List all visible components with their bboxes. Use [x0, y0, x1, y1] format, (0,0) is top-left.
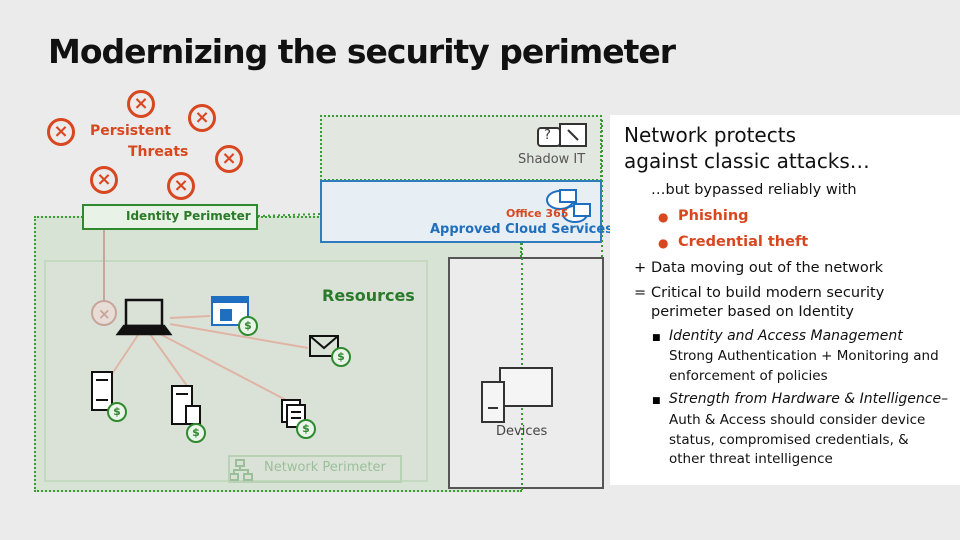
threat-x-icon: × [47, 118, 75, 146]
identity-perimeter-label: Identity Perimeter [126, 209, 251, 223]
text-panel [610, 115, 960, 485]
devices-label: Devices [496, 424, 548, 439]
square-bullet: ■ [652, 396, 661, 406]
dollar-icon: $ [238, 316, 258, 336]
dollar-icon: $ [107, 402, 127, 422]
mail-icon [309, 335, 339, 357]
plus-line: Data moving out of the network [651, 260, 884, 276]
threats-label-line1: Persistent [90, 123, 171, 139]
resources-label: Resources [322, 286, 415, 305]
bypassed-line: …but bypassed reliably with [651, 182, 857, 198]
equals-symbol: = [634, 285, 647, 301]
blocked-icon [91, 300, 117, 326]
plus-symbol: + [634, 260, 647, 276]
laptop-spokes [111, 315, 309, 401]
threat-x-icon: × [127, 90, 155, 118]
server-icon [91, 371, 113, 411]
threat-x-icon: × [188, 104, 216, 132]
network-perimeter-box [228, 455, 402, 483]
dollar-icon: $ [331, 347, 351, 367]
identity-perimeter-box [82, 204, 258, 230]
bullet-dot: ● [658, 236, 669, 250]
threat-x-icon: × [215, 145, 243, 173]
office365-label: Office 365 [506, 207, 569, 220]
dollar-icon: $ [186, 423, 206, 443]
cloud-icon [546, 189, 591, 223]
page-title: Modernizing the security perimeter [48, 32, 676, 71]
devices-icon [481, 367, 553, 423]
svg-text:×: × [98, 305, 111, 323]
threat-x-icon: × [167, 172, 195, 200]
sub2-body: Auth & Access should consider device sta… [669, 412, 926, 467]
network-perimeter-label: Network Perimeter [264, 460, 386, 475]
equals-line1: Critical to build modern security [651, 285, 885, 301]
threats-label-line2: Threats [128, 144, 189, 160]
bullet-credential-theft: Credential theft [678, 234, 809, 250]
laptop-icon [115, 298, 173, 336]
dollar-icon: $ [296, 419, 316, 439]
sub1-title: Identity and Access Management [669, 328, 903, 344]
approved-cloud-label: Approved Cloud Services [430, 222, 613, 237]
square-bullet: ■ [652, 333, 661, 343]
threat-x-icon: × [90, 166, 118, 194]
panel-heading: Network protects against classic attacks… [624, 123, 870, 173]
sub2-title: Strength from Hardware & Intelligence– [669, 391, 949, 407]
network-icon [229, 459, 253, 481]
server-file-icon [171, 385, 201, 425]
shadow-it-zone [320, 115, 602, 181]
approved-cloud-zone [320, 180, 602, 243]
identity-to-cloud-connector [257, 213, 321, 217]
shadow-it-question: ? [544, 128, 551, 143]
bullet-dot: ● [658, 210, 669, 224]
equals-line2: perimeter based on Identity [651, 304, 854, 320]
shadow-it-label: Shadow IT [518, 152, 586, 167]
bullet-phishing: Phishing [678, 208, 749, 224]
sub1-body: Strong Authentication + Monitoring and e… [669, 348, 939, 384]
shadow-it-icon [537, 123, 587, 147]
